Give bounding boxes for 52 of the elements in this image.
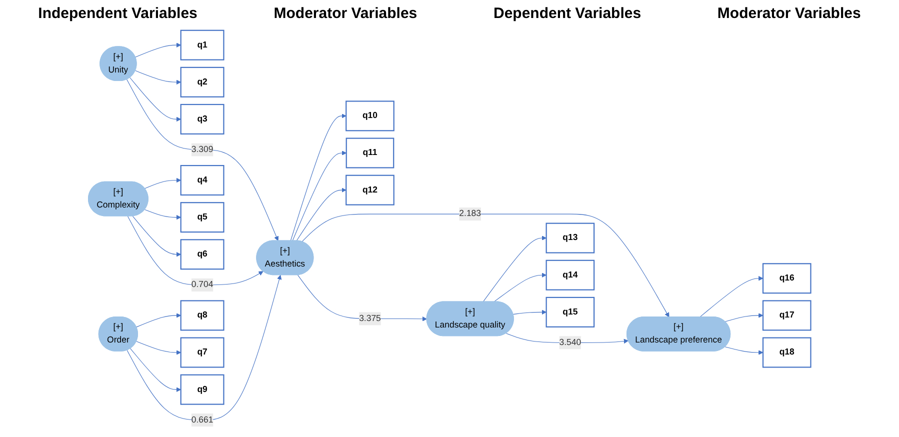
node-box: q18	[762, 337, 812, 368]
arrow	[506, 333, 629, 344]
node-box: q6	[180, 239, 224, 270]
node-box: q15	[546, 296, 595, 328]
arrow	[127, 216, 264, 286]
node-box: q5	[180, 202, 224, 233]
arrow	[302, 214, 670, 318]
section-heading: Independent Variables	[38, 4, 198, 22]
arrow	[296, 188, 346, 242]
edge-label: 3.309	[191, 144, 214, 154]
section-heading: Moderator Variables	[717, 4, 861, 22]
node-box: q2	[180, 66, 224, 98]
node-box: q14	[546, 260, 595, 290]
arrow	[700, 276, 764, 318]
arrow	[494, 272, 547, 302]
arrow	[136, 341, 182, 355]
section-heading: Moderator Variables	[274, 4, 418, 22]
arrow	[292, 150, 347, 242]
arrow	[130, 77, 182, 122]
edge-label: 3.540	[559, 338, 582, 348]
arrow	[136, 313, 182, 328]
arrow	[144, 209, 182, 220]
node-box: q8	[180, 300, 224, 331]
node-box: q4	[180, 165, 224, 196]
node-box: q11	[346, 138, 394, 168]
node-box: q7	[180, 337, 224, 368]
arrow	[298, 274, 428, 322]
node-box: q1	[180, 30, 224, 60]
arrow	[132, 216, 182, 257]
edge-label: 0.704	[191, 280, 214, 290]
node-box: q3	[180, 104, 224, 134]
arrow	[724, 346, 764, 355]
arrow	[482, 236, 547, 302]
section-heading: Dependent Variables	[494, 4, 642, 22]
arrow	[512, 310, 547, 315]
node-box: q16	[762, 263, 812, 294]
arrow	[135, 70, 182, 85]
node-box: q17	[762, 300, 812, 331]
arrow	[126, 79, 279, 241]
node-box: q12	[346, 174, 394, 206]
edge-label: 2.183	[459, 209, 481, 218]
edge-label: 3.375	[359, 314, 381, 324]
arrow	[135, 42, 182, 58]
arrow	[126, 274, 282, 420]
arrow	[130, 348, 182, 392]
node-box: q13	[546, 222, 595, 254]
node-box: q9	[180, 374, 224, 405]
node-box: q10	[346, 100, 394, 132]
edge-label: 0.661	[191, 415, 214, 424]
arrow	[724, 313, 764, 322]
arrow	[290, 114, 346, 242]
arrow	[144, 178, 182, 189]
